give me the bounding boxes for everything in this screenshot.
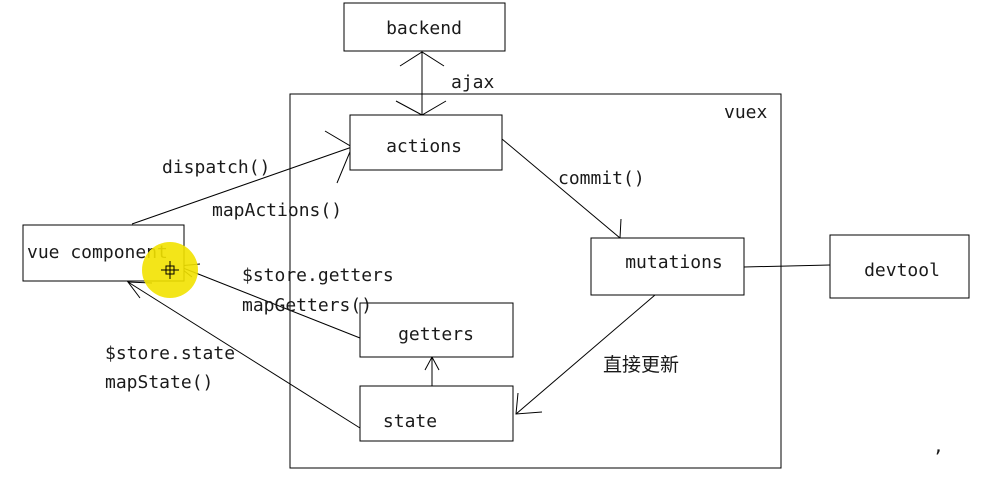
store-state-label: $store.state	[105, 343, 235, 364]
getters-edge	[177, 265, 361, 339]
vuex-label: vuex	[724, 102, 768, 123]
devtool-edge	[743, 264, 831, 268]
state-label: state	[383, 411, 437, 432]
getters-label: getters	[398, 324, 474, 345]
dispatch-edge	[131, 146, 353, 225]
mutations-label: mutations	[625, 252, 723, 273]
ajax-label: ajax	[451, 72, 495, 93]
crosshair-cursor-icon	[161, 261, 179, 279]
devtool-node	[829, 234, 970, 299]
backend-node	[343, 2, 506, 52]
dispatch-label: dispatch()	[162, 157, 270, 178]
store-getters-label: $store.getters	[242, 265, 394, 286]
map-actions-label: mapActions()	[212, 200, 342, 221]
commit-edge	[501, 138, 621, 239]
devtool-label: devtool	[864, 260, 940, 281]
vue-component-label: vue component	[27, 242, 168, 263]
mutations-node	[590, 237, 745, 296]
map-getters-label: mapGetters()	[242, 295, 372, 316]
stray-mark: ,	[933, 436, 944, 457]
actions-node	[349, 114, 503, 171]
map-state-label: mapState()	[105, 372, 213, 393]
ajax-arrowhead-up	[399, 51, 445, 67]
direct-update-edge	[515, 294, 656, 415]
getters-node	[359, 302, 514, 358]
actions-label: actions	[386, 136, 462, 157]
state-node	[359, 385, 514, 442]
backend-label: backend	[386, 18, 462, 39]
commit-label: commit()	[558, 168, 645, 189]
state-arrowhead	[126, 281, 153, 299]
direct-update-label: 直接更新	[603, 354, 679, 376]
state-edge	[127, 281, 361, 429]
direct-update-arrowhead	[515, 392, 543, 415]
